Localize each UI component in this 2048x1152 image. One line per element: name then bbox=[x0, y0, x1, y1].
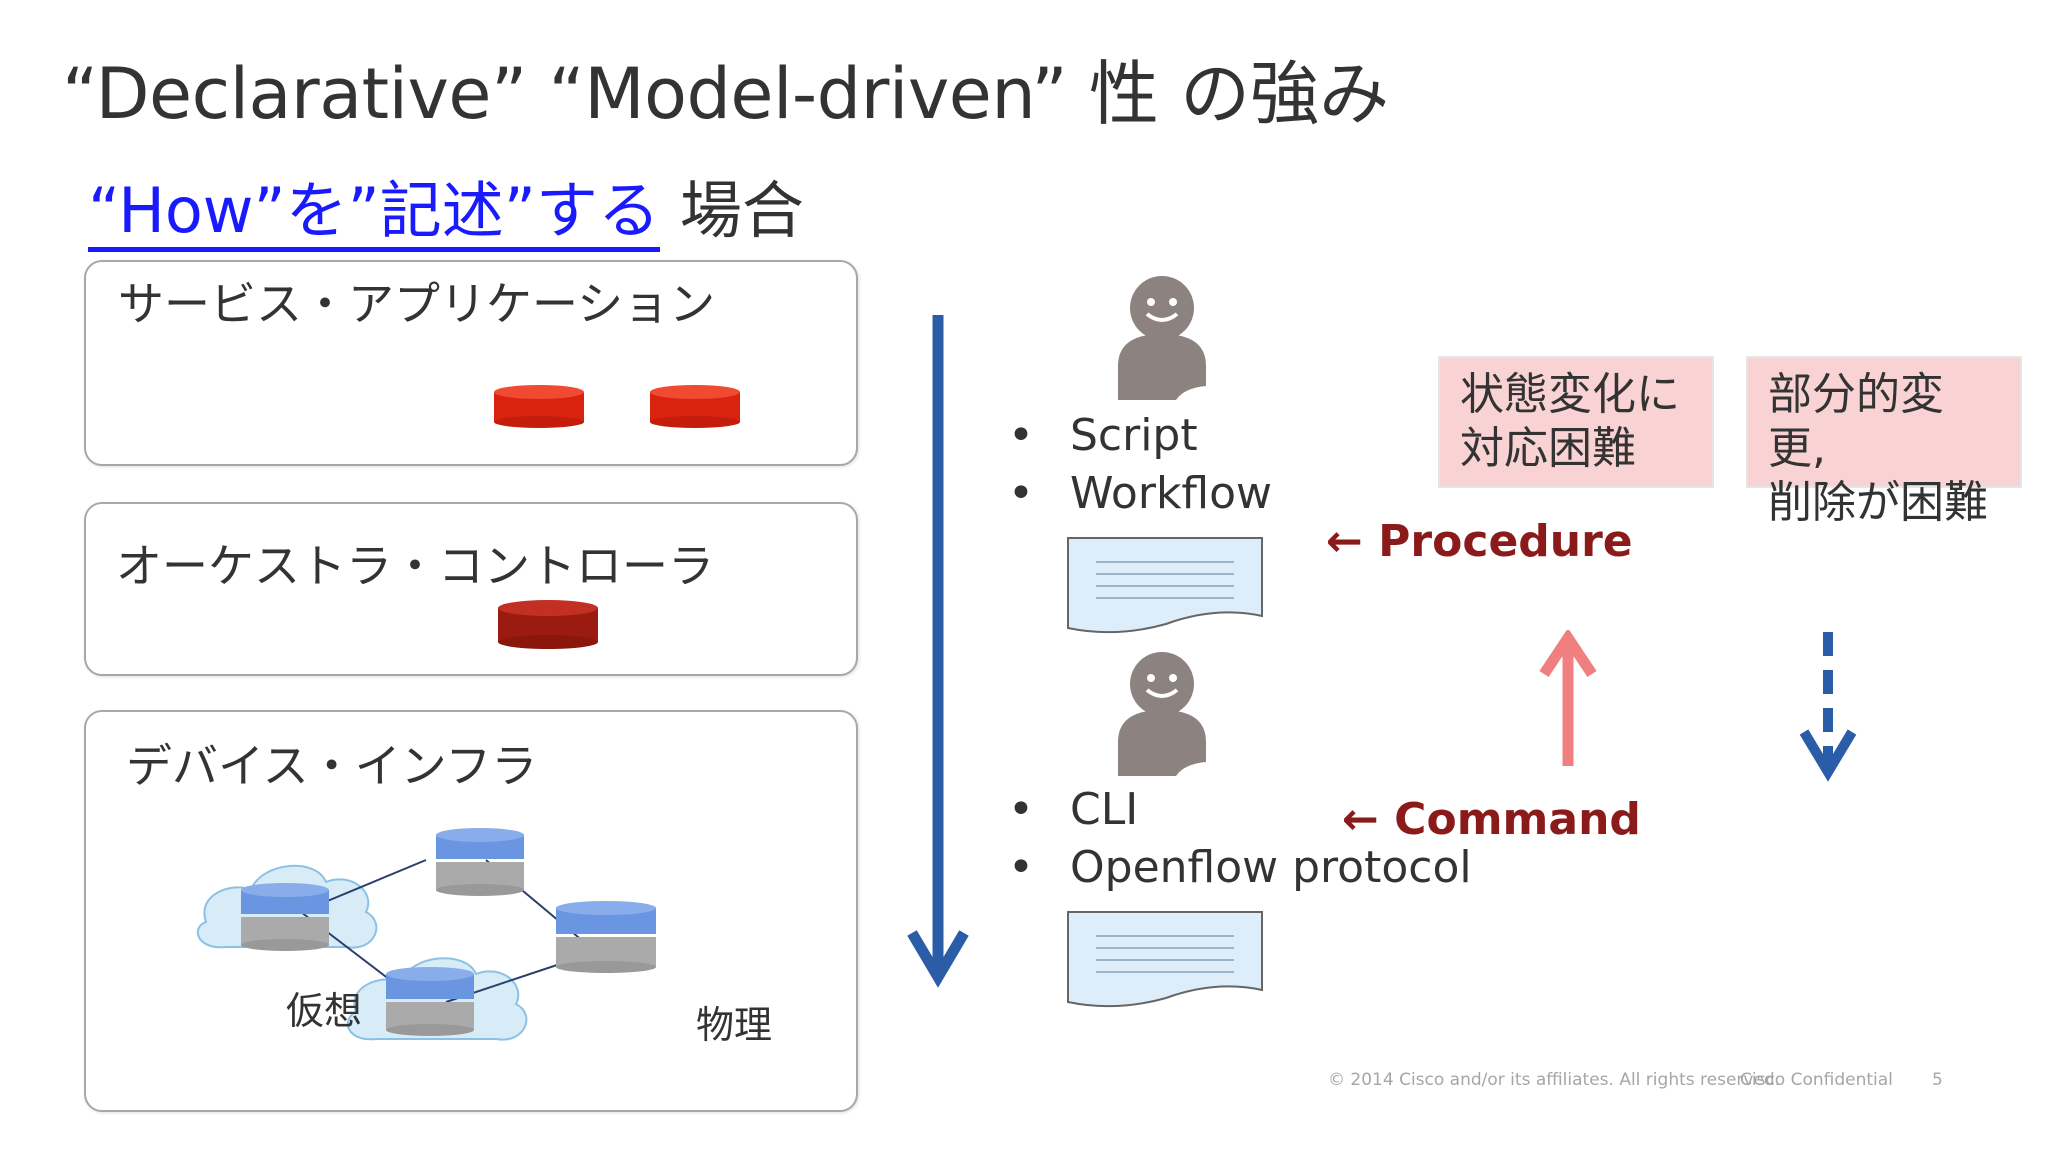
layer-label: デバイス・インフラ bbox=[126, 739, 538, 793]
device-infra-layer: デバイス・インフラ bbox=[84, 710, 858, 1112]
document-icon bbox=[1067, 537, 1263, 634]
app-db-icons bbox=[494, 385, 740, 428]
virtual-db-icon bbox=[241, 883, 329, 951]
service-application-layer: サービス・アプリケーション bbox=[84, 260, 858, 466]
document-icon bbox=[1067, 911, 1263, 1008]
person-icon bbox=[1118, 276, 1206, 400]
page-number: 5 bbox=[1932, 1070, 1943, 1090]
subtitle-link[interactable]: “How”を”記述”する bbox=[88, 174, 660, 252]
virtual-db-icon bbox=[386, 967, 474, 1036]
command-label: ← Command bbox=[1342, 794, 1641, 845]
procedure-label: ← Procedure bbox=[1326, 516, 1633, 567]
database-icon bbox=[650, 385, 740, 428]
virtual-label: 仮想 bbox=[286, 989, 363, 1033]
footer-confidential: Cisco Confidential bbox=[1740, 1070, 1893, 1090]
section-subtitle: “How”を”記述”する場合 bbox=[88, 160, 804, 252]
database-icon bbox=[494, 385, 584, 428]
state-change-issue-box: 状態変化に 対応困難 bbox=[1438, 356, 1714, 488]
network-diagram bbox=[196, 828, 656, 1041]
layer-label: サービス・アプリケーション bbox=[118, 277, 716, 331]
physical-db-icon bbox=[556, 901, 656, 973]
subtitle-suffix: 場合 bbox=[679, 174, 804, 247]
bullet-dot: • bbox=[1008, 784, 1034, 835]
bullet-dot: • bbox=[1008, 842, 1034, 893]
partial-change-issue-box: 部分的変更, 削除が困難 bbox=[1746, 356, 2022, 528]
flow-down-arrow bbox=[907, 315, 969, 988]
bullet-dot: • bbox=[1008, 468, 1034, 519]
dashed-down-arrow-icon bbox=[1799, 632, 1857, 782]
up-arrow-icon bbox=[1539, 630, 1597, 766]
physical-label: 物理 bbox=[696, 1003, 773, 1047]
orchestration-controller-layer: オーケストラ・コントローラ bbox=[84, 502, 858, 676]
controller-db-icon bbox=[498, 600, 598, 649]
physical-db-icon bbox=[436, 828, 524, 896]
person-icon bbox=[1118, 652, 1206, 776]
layer-label: オーケストラ・コントローラ bbox=[116, 539, 714, 593]
bullet-dot: • bbox=[1008, 410, 1034, 461]
footer-copyright: © 2014 Cisco and/or its affiliates. All … bbox=[1328, 1070, 1781, 1090]
page-title: “Declarative” “Model-driven” 性 の強み bbox=[62, 53, 1389, 135]
